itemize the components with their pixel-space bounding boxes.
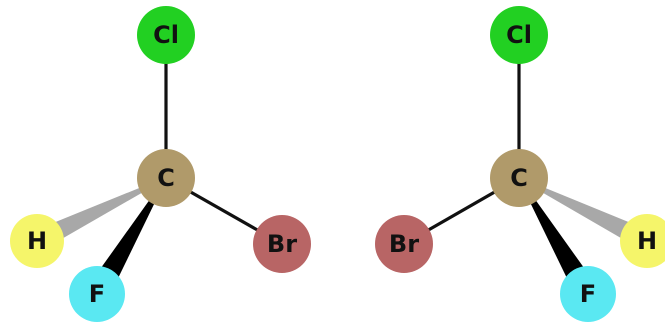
atom-f: F (560, 266, 616, 322)
atom-c-circle (137, 149, 195, 207)
atom-c-label: C (510, 164, 528, 192)
atom-h-label: H (27, 227, 47, 255)
hashed-bond-c-h (53, 181, 158, 239)
atom-br-circle (375, 215, 433, 273)
atom-br-circle (253, 215, 311, 273)
atom-h-circle (620, 214, 665, 268)
atom-br-label: Br (267, 230, 297, 258)
atom-cl-circle (137, 6, 195, 64)
atom-br: Br (253, 215, 311, 273)
atom-c: C (490, 149, 548, 207)
hashed-bond-c-h (527, 181, 631, 239)
atom-cl: Cl (137, 6, 195, 64)
wedge-bond-c-f (522, 185, 585, 279)
atom-c: C (137, 149, 195, 207)
atom-f-circle (560, 266, 616, 322)
wedge-bond-c-f (100, 185, 163, 279)
atom-cl: Cl (490, 6, 548, 64)
atom-br: Br (375, 215, 433, 273)
atom-c-label: C (157, 164, 175, 192)
atom-h: H (10, 214, 64, 268)
atom-f-label: F (580, 280, 596, 308)
atom-c-circle (490, 149, 548, 207)
atom-f-circle (69, 266, 125, 322)
atom-br-label: Br (389, 230, 419, 258)
atom-cl-circle (490, 6, 548, 64)
atom-f: F (69, 266, 125, 322)
atom-h: H (620, 214, 665, 268)
atom-cl-label: Cl (153, 21, 179, 49)
atom-h-circle (10, 214, 64, 268)
atom-h-label: H (637, 227, 657, 255)
atom-cl-label: Cl (506, 21, 532, 49)
atom-f-label: F (89, 280, 105, 308)
